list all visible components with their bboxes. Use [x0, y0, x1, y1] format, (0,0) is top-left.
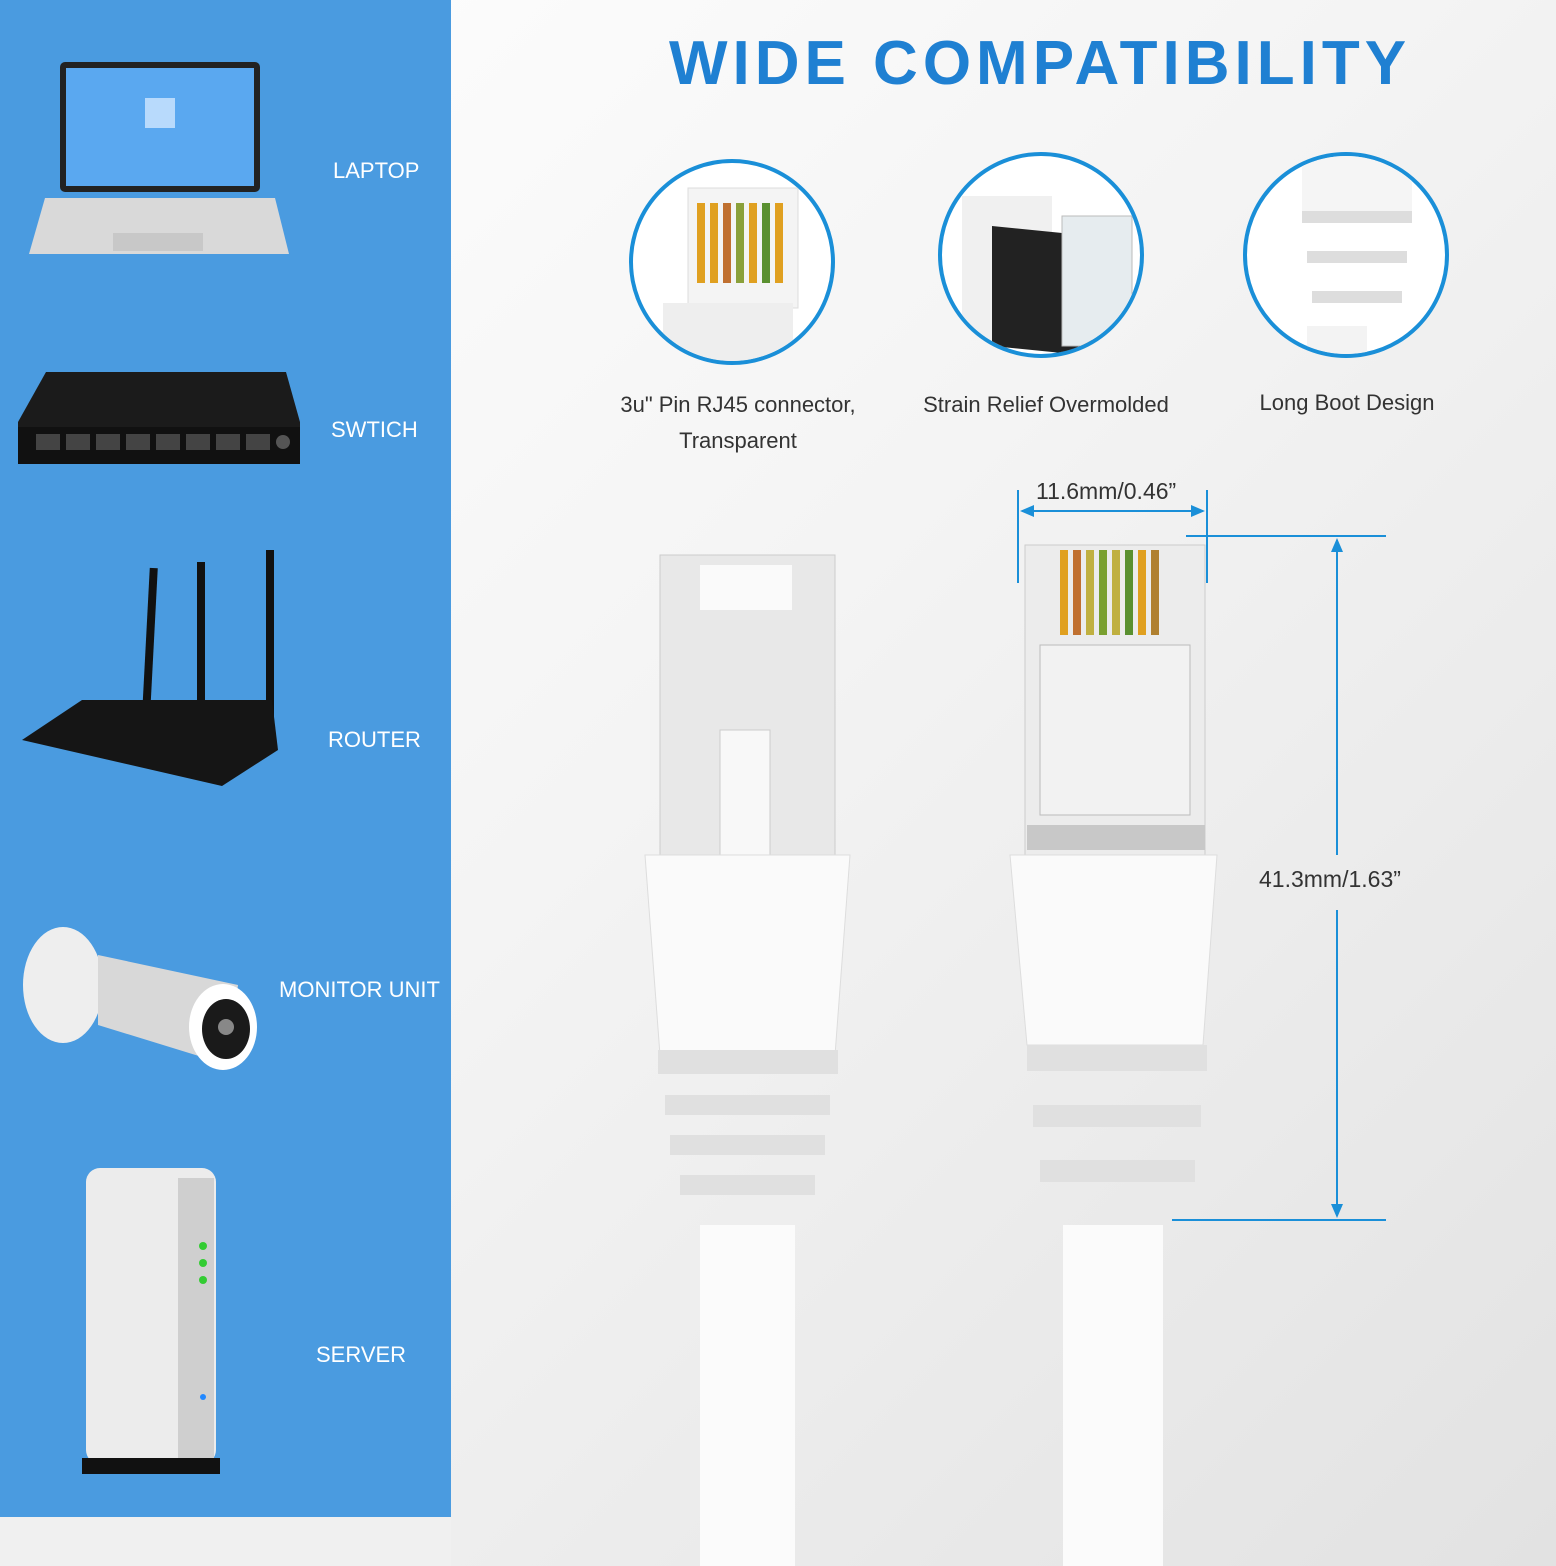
overmold-icon	[962, 196, 1133, 354]
rj45-connector-back	[644, 554, 851, 1566]
feature-strain-relief: Strain Relief Overmolded	[923, 392, 1169, 417]
bottom-strip	[0, 1517, 451, 1566]
device-label-monitor-unit: MONITOR UNIT	[279, 977, 440, 1002]
switch-icon	[18, 372, 300, 464]
rj45-pins-icon	[663, 187, 799, 361]
length-dimension-label: 41.3mm/1.63”	[1259, 866, 1401, 892]
router-icon	[22, 550, 278, 786]
length-dimension-line	[1172, 535, 1386, 1221]
width-dimension-line	[1017, 490, 1208, 583]
laptop-icon	[29, 62, 289, 254]
device-label-laptop: LAPTOP	[333, 158, 420, 183]
page-title: WIDE COMPATIBILITY	[668, 29, 1412, 98]
server-icon	[82, 1168, 220, 1474]
device-label-server: SERVER	[316, 1342, 407, 1367]
camera-icon	[23, 927, 257, 1070]
device-label-switch: SWTICH	[331, 417, 418, 442]
feature-long-boot: Long Boot Design	[1259, 390, 1435, 415]
device-sidebar: LAPTOP SWTICH ROUTER MONITOR UNIT SERVER	[0, 0, 451, 1517]
long-boot-circle	[1243, 152, 1449, 358]
strain-relief-circle	[938, 152, 1144, 358]
boot-icon	[1302, 156, 1412, 354]
feature-rj45: 3u" Pin RJ45 connector, Transparent	[600, 387, 876, 459]
width-dimension-label: 11.6mm/0.46”	[1036, 478, 1177, 504]
feature-rj45-line2: Transparent	[679, 428, 797, 453]
rj45-connector-front	[1009, 544, 1218, 1566]
connector-closeup-circle	[629, 159, 835, 365]
feature-rj45-line1: 3u" Pin RJ45 connector,	[620, 392, 856, 417]
device-label-router: ROUTER	[328, 727, 421, 752]
